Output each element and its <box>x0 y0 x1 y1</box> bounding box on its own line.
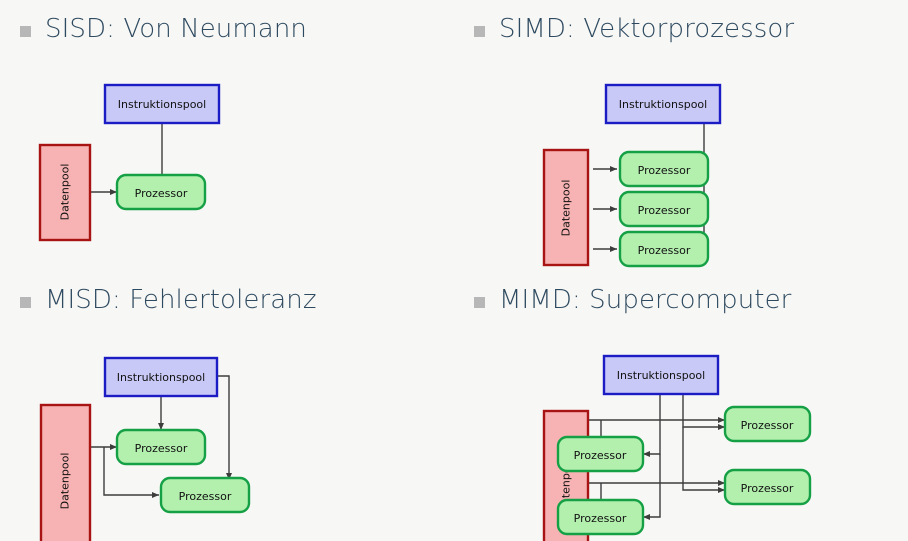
diagram-misd: Instruktionspool Datenpool Prozessor Pro… <box>39 356 251 541</box>
node-label-instruction-pool: Instruktionspool <box>117 371 205 384</box>
node-instruction-pool: Instruktionspool <box>604 83 722 125</box>
connector-instruction-to-processor-l1 <box>643 394 661 457</box>
node-label-processor-l2: Prozessor <box>574 512 627 525</box>
bullet-square-icon <box>474 296 485 308</box>
node-processor-r2: Prozessor <box>723 468 812 506</box>
quadrant-misd: MISD: Fehlertoleranz Instruktionspool <box>0 271 454 541</box>
node-instruction-pool: Instruktionspool <box>602 354 720 396</box>
node-label-data-pool: Datenpool <box>59 453 72 510</box>
node-processor-1: Prozessor <box>115 428 207 466</box>
heading-title-mimd: MIMD: Supercomputer <box>499 285 792 315</box>
node-label-processor-l1: Prozessor <box>574 449 627 462</box>
node-label-processor-2: Prozessor <box>638 204 691 217</box>
node-label-processor-3: Prozessor <box>638 244 691 257</box>
bullet-square-icon <box>474 25 485 37</box>
node-processor-r1: Prozessor <box>723 405 812 443</box>
diagram-mimd: Instruktionspool Datenpool Prozessor Pro… <box>542 354 812 541</box>
node-label-processor-2: Prozessor <box>179 490 232 503</box>
bullet-square-icon <box>20 25 31 37</box>
node-data-pool: Datenpool <box>38 143 92 242</box>
node-label-instruction-pool: Instruktionspool <box>617 369 705 382</box>
connector-instruction-to-processor-r2 <box>682 427 725 493</box>
heading-misd: MISD: Fehlertoleranz <box>20 287 317 313</box>
node-processor-2: Prozessor <box>159 476 251 514</box>
connector-data-to-processor-2 <box>103 447 159 498</box>
node-label-data-pool: Datenpool <box>560 180 573 237</box>
diagram-sisd: Instruktionspool Datenpool Prozessor <box>38 83 221 242</box>
quadrant-simd: SIMD: Vektorprozessor Instruktionspool <box>454 0 908 270</box>
node-data-pool: Datenpool <box>39 403 92 541</box>
node-label-processor-r2: Prozessor <box>741 482 794 495</box>
node-label-processor-1: Prozessor <box>135 187 188 200</box>
node-instruction-pool: Instruktionspool <box>103 356 219 398</box>
node-label-processor-1: Prozessor <box>638 164 691 177</box>
node-label-processor-1: Prozessor <box>135 442 188 455</box>
heading-title-misd: MISD: Fehlertoleranz <box>45 285 317 315</box>
quadrant-sisd: SISD: Von Neumann Instruktionspool Daten… <box>0 0 454 270</box>
heading-title-simd: SIMD: Vektorprozessor <box>499 14 795 44</box>
node-processor-1: Prozessor <box>618 150 710 188</box>
bullet-square-icon <box>20 296 31 308</box>
node-instruction-pool: Instruktionspool <box>103 83 221 125</box>
heading-sisd: SISD: Von Neumann <box>20 16 307 42</box>
node-label-instruction-pool: Instruktionspool <box>118 98 206 111</box>
heading-simd: SIMD: Vektorprozessor <box>474 16 794 42</box>
diagram-simd: Instruktionspool Datenpool Prozessor Pro… <box>542 83 722 268</box>
node-label-processor-r1: Prozessor <box>741 419 794 432</box>
node-processor-l2: Prozessor <box>556 498 645 536</box>
node-data-pool: Datenpool <box>542 148 590 267</box>
node-processor-3: Prozessor <box>618 230 710 268</box>
heading-mimd: MIMD: Supercomputer <box>474 287 791 313</box>
node-label-data-pool: Datenpool <box>59 164 72 221</box>
node-processor-1: Prozessor <box>115 173 207 211</box>
node-processor-2: Prozessor <box>618 190 710 228</box>
connector-instruction-to-processor-l2 <box>643 454 661 520</box>
node-label-instruction-pool: Instruktionspool <box>619 98 707 111</box>
heading-title-sisd: SISD: Von Neumann <box>45 14 307 44</box>
node-processor-l1: Prozessor <box>556 435 645 473</box>
quadrant-mimd: MIMD: Supercomputer <box>454 271 908 541</box>
